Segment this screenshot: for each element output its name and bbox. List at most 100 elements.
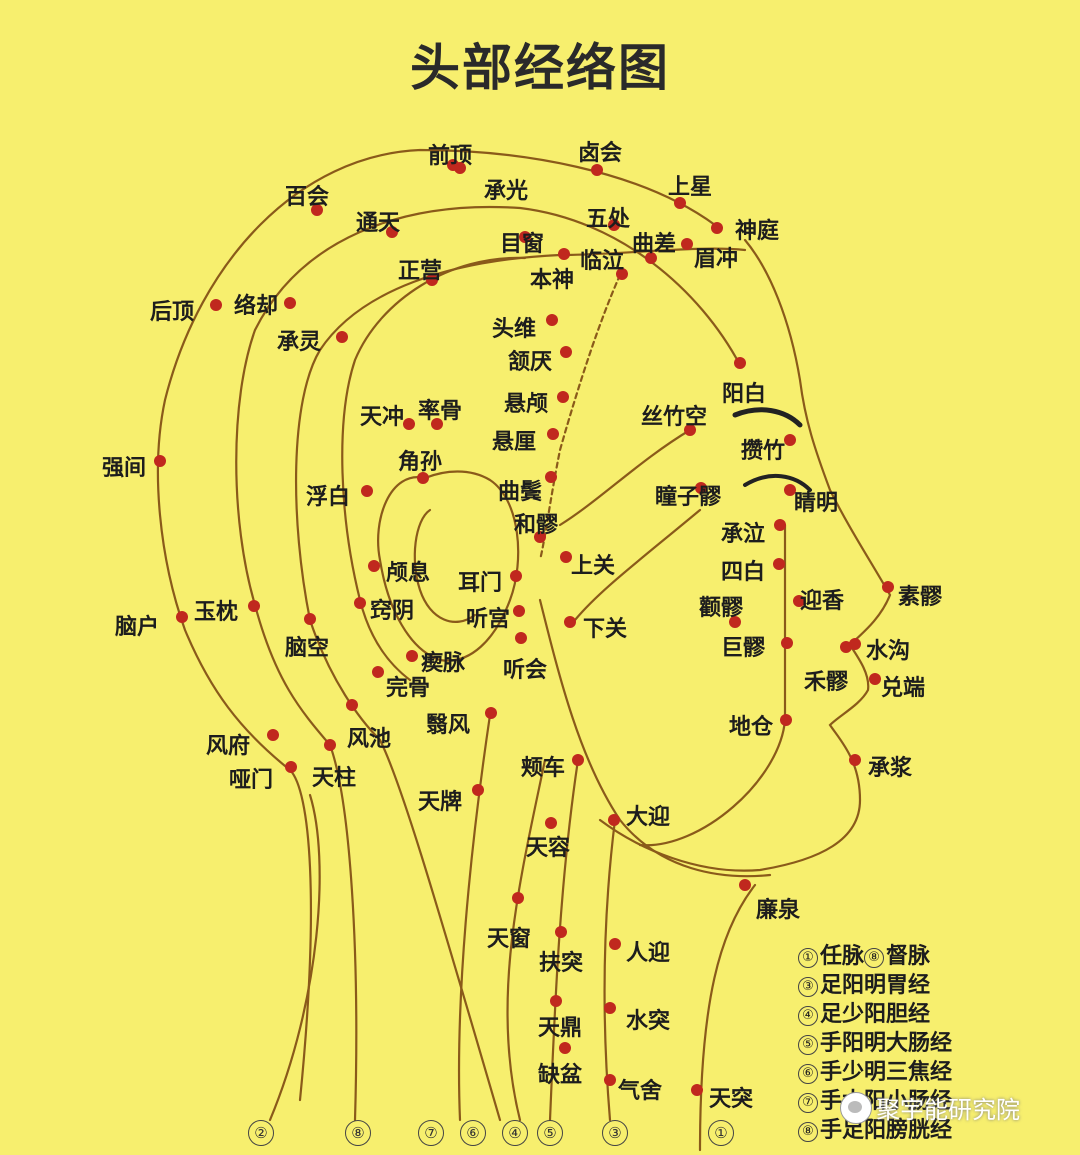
acupoint-label: 曲鬓: [498, 479, 542, 505]
acupoint-label: 本神: [530, 267, 574, 293]
acupoint-dot: [609, 938, 621, 950]
acupoint-label: 阳白: [722, 381, 766, 407]
acupoint-dot: [681, 238, 693, 250]
acupoint-dot: [431, 418, 443, 430]
acupoint-label: 听宫: [466, 606, 510, 632]
acupoint-dot: [840, 641, 852, 653]
acupoint-label: 脑户: [115, 614, 159, 640]
acupoint-label: 临泣: [580, 248, 624, 274]
acupoint-dot: [336, 331, 348, 343]
acupoint-dot: [608, 219, 620, 231]
eye-line: [743, 473, 812, 492]
acupoint-dot: [869, 673, 881, 685]
acupoint-label: 兑端: [881, 675, 925, 701]
acupoint-label: 颔厌: [508, 349, 552, 375]
acupoint-label: 攒竹: [741, 438, 785, 464]
acupoint-label: 通天: [356, 211, 401, 236]
acupoint-label: 丝竹空: [641, 404, 707, 430]
acupoint-dot: [780, 714, 792, 726]
acupoint-dot: [560, 551, 572, 563]
acupoint-label: 四白: [721, 559, 765, 585]
acupoint-label: 睛明: [794, 490, 838, 516]
acupoint-dot: [784, 484, 796, 496]
legend-num-8: ⑧: [798, 1122, 818, 1142]
acupoint-label: 浮白: [306, 484, 350, 510]
acupoint-label: 缺盆: [538, 1062, 583, 1088]
acupoint-dot: [512, 892, 524, 904]
legend-text-3: 足阳明胃经: [820, 973, 931, 998]
acupoint-dot: [560, 346, 572, 358]
acupoint-dot: [545, 471, 557, 483]
acupoint-label: 上关: [571, 554, 615, 579]
acupoint-label: 脑空: [285, 635, 329, 661]
acupoint-dot: [210, 299, 222, 311]
acupoint-label: 翳风: [426, 713, 470, 738]
acupoint-label: 水沟: [866, 638, 910, 664]
acupoint-dot: [558, 248, 570, 260]
cheek-line: [573, 508, 702, 622]
acupoint-label: 禾髎: [804, 670, 849, 695]
acupoint-label: 耳门: [458, 570, 502, 596]
neck-cross-line-d: [603, 818, 617, 1122]
acupoint-dot: [417, 472, 429, 484]
acupoint-dot: [519, 231, 531, 243]
acupoint-label: 神庭: [735, 218, 779, 244]
acupoint-dot: [515, 632, 527, 644]
acupoint-label: 大迎: [626, 804, 670, 830]
acupoint-label: 气舍: [617, 1078, 663, 1104]
acupoint-dot: [510, 570, 522, 582]
acupoint-dot: [711, 222, 723, 234]
channel-number-6: ⑤: [537, 1120, 563, 1146]
acupoint-label: 窍阴: [370, 598, 414, 624]
neck-cross-line-c: [548, 758, 580, 1122]
acupoint-label: 天鼎: [538, 1016, 582, 1041]
acupoint-dot: [534, 531, 546, 543]
legend-text-2: 督脉: [886, 944, 931, 969]
acupoint-dot: [781, 637, 793, 649]
acupoint-dot: [386, 226, 398, 238]
acupoint-dot: [346, 699, 358, 711]
acupoint-dot: [472, 784, 484, 796]
acupoint-label: 曲差: [632, 231, 676, 257]
acupoint-label: 地仓: [729, 714, 774, 740]
acupoint-dot: [559, 1042, 571, 1054]
acupoint-label: 扶突: [539, 950, 583, 976]
acupoint-dot: [176, 611, 188, 623]
acupoint-dot: [591, 164, 603, 176]
points-layer: 前顶卤会百会承光上星通天五处神庭目窗曲差临泣眉冲正营本神后顶络却承灵头维颔厌阳白…: [102, 140, 943, 1112]
acupoint-dot: [784, 434, 796, 446]
legend-num-5: ⑤: [798, 1035, 818, 1055]
acupoint-label: 颧髎: [699, 596, 744, 621]
acupoint-label: 和髎: [514, 513, 559, 538]
outer-meridian-line: [156, 148, 717, 1102]
acupoint-label: 水突: [626, 1008, 670, 1034]
acupoint-label: 素髎: [898, 584, 943, 610]
acupoint-dot: [403, 418, 415, 430]
acupoint-label: 天突: [709, 1086, 753, 1112]
acupoint-label: 人迎: [626, 940, 670, 966]
legend-text-8: 手足阳膀胱经: [820, 1118, 953, 1143]
acupoint-label: 天柱: [312, 766, 356, 791]
acupoint-dot: [604, 1074, 616, 1086]
neck-cross-line-a: [457, 713, 492, 1122]
acupoint-label: 廉泉: [756, 897, 801, 923]
acupoint-label: 前顶: [428, 143, 472, 169]
acupoint-label: 承灵: [277, 330, 321, 355]
acupoint-dot: [545, 817, 557, 829]
neck-front-line: [698, 883, 757, 1152]
acupoint-dot: [734, 357, 746, 369]
acupoint-dot: [849, 754, 861, 766]
acupoint-label: 目窗: [500, 231, 544, 257]
acupoint-dot: [572, 754, 584, 766]
acupoint-dot: [616, 268, 628, 280]
acupoint-dot: [513, 605, 525, 617]
acupoint-label: 天冲: [360, 405, 404, 430]
acupoint-dot: [695, 482, 707, 494]
acupoint-dot: [555, 926, 567, 938]
acupoint-dot: [311, 204, 323, 216]
